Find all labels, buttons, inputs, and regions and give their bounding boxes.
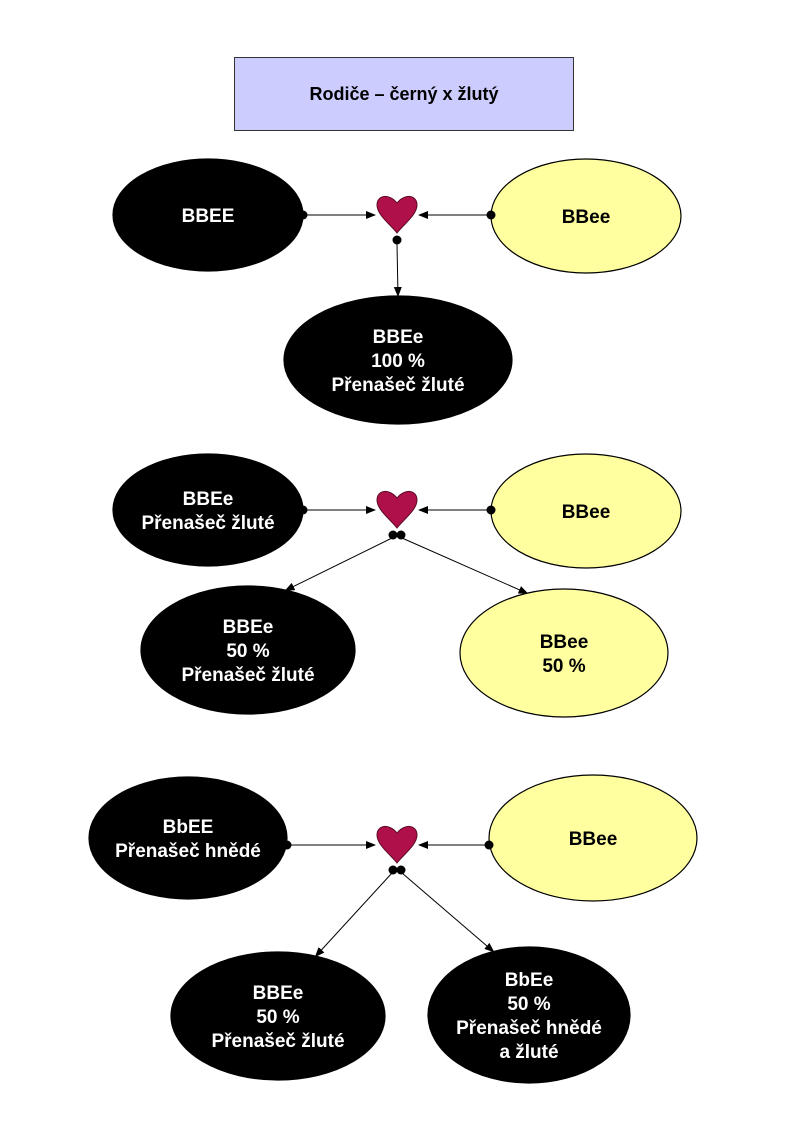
offspring-node-label: Přenašeč žluté — [331, 375, 464, 396]
diagram-title: Rodiče – černý x žlutý — [234, 57, 574, 131]
connector-dot — [282, 840, 292, 850]
offspring-node-label: BBEe — [223, 617, 274, 638]
offspring-node — [427, 946, 631, 1084]
connector-dot — [486, 210, 496, 220]
heart-icon — [376, 826, 418, 864]
offspring-node — [140, 585, 356, 715]
parent-left-node — [112, 453, 304, 567]
parent-right-node-label: BBee — [562, 207, 611, 228]
parent-left-node — [88, 776, 288, 900]
offspring-node-label: 50 % — [542, 656, 585, 677]
parent-right-node — [488, 774, 698, 902]
connector-dot — [396, 865, 406, 875]
offspring-node-label: BBEe — [373, 327, 424, 348]
offspring-node-label: 50 % — [226, 641, 269, 662]
connector-dot — [484, 840, 494, 850]
offspring-node-label: Přenašeč žluté — [181, 665, 314, 686]
parent-left-node-label: BbEE — [163, 817, 214, 838]
parent-left-node-label: BBEe — [183, 489, 234, 510]
connector-dot — [298, 505, 308, 515]
parent-left-node-label: BBEE — [182, 206, 235, 227]
parent-right-node-label: BBee — [569, 829, 618, 850]
connector-dot — [396, 530, 406, 540]
offspring-node-label: 50 % — [507, 994, 550, 1015]
arrow-to-offspring — [284, 537, 393, 591]
offspring-node — [283, 295, 513, 425]
offspring-node-label: Přenašeč žluté — [211, 1031, 344, 1052]
parent-right-node-label: BBee — [562, 502, 611, 523]
arrow-to-offspring — [401, 872, 495, 953]
arrow-to-offspring — [314, 872, 393, 958]
offspring-node-label: BBee — [540, 632, 589, 653]
heart-icon — [376, 196, 418, 234]
arrow-to-offspring — [401, 537, 529, 594]
parent-left-node-label: Přenašeč hnědé — [115, 841, 261, 862]
connector-dot — [388, 530, 398, 540]
arrow-to-offspring — [393, 243, 402, 297]
offspring-node-label: BBEe — [253, 983, 304, 1004]
heart-icon — [376, 491, 418, 529]
connector-dot — [392, 235, 402, 245]
parent-left-node-label: Přenašeč žluté — [141, 513, 274, 534]
offspring-node-label: 50 % — [256, 1007, 299, 1028]
offspring-node-label: BbEe — [505, 970, 554, 991]
offspring-node — [459, 588, 669, 718]
connector-dot — [486, 505, 496, 515]
connector-dot — [298, 210, 308, 220]
offspring-node-label: 100 % — [371, 351, 425, 372]
offspring-node-label: a žluté — [499, 1042, 558, 1063]
connector-dot — [388, 865, 398, 875]
offspring-node-label: Přenašeč hnědé — [456, 1018, 602, 1039]
offspring-node — [170, 951, 386, 1081]
